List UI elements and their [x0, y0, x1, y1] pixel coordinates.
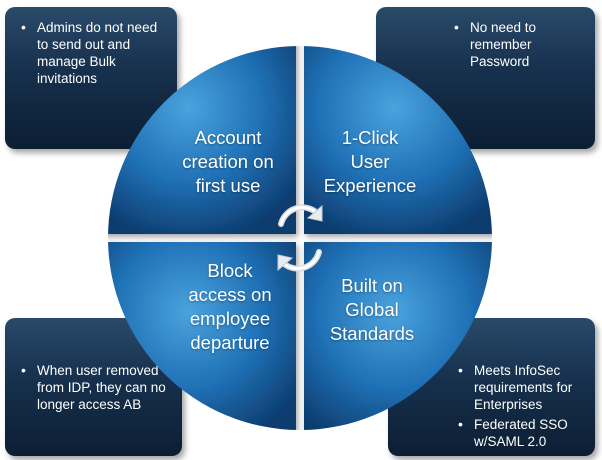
callout-list: When user removed from IDP, they can no … — [17, 362, 177, 413]
callout-bullet: When user removed from IDP, they can no … — [17, 362, 177, 413]
callout-list: No need to remember Password — [450, 19, 590, 70]
quadrant-label-global-standards: Built on Global Standards — [312, 274, 432, 346]
label-line: Block — [207, 260, 253, 281]
callout-top-right: No need to remember Password — [376, 7, 595, 149]
callout-list: Meets InfoSec requirements for Enterpris… — [454, 362, 594, 450]
label-line: Account — [194, 127, 262, 148]
label-line: 1-Click — [341, 127, 399, 148]
label-line: Built on — [341, 275, 403, 296]
callout-bullet: Federated SSO w/SAML 2.0 — [454, 416, 594, 450]
label-line: User — [350, 151, 390, 172]
label-line: employee — [189, 308, 271, 329]
callout-bullet: No need to remember Password — [450, 19, 590, 70]
quadrant-label-block-access: Block access on employee departure — [170, 259, 290, 355]
label-line: Global — [345, 299, 399, 320]
label-line: first use — [195, 175, 261, 196]
callout-top-left: Admins do not need to send out and manag… — [5, 7, 177, 149]
label-line: Experience — [323, 175, 417, 196]
callout-bullet: Meets InfoSec requirements for Enterpris… — [454, 362, 594, 413]
label-line: access on — [188, 284, 272, 305]
callout-bullet: Admins do not need to send out and manag… — [17, 19, 167, 87]
label-line: creation on — [182, 151, 274, 172]
label-line: departure — [190, 332, 270, 353]
label-line: Standards — [329, 323, 415, 344]
quadrant-label-account-creation: Account creation on first use — [158, 126, 298, 198]
cycle-arrows-icon — [277, 204, 323, 272]
quadrant-label-one-click: 1-Click User Experience — [310, 126, 430, 198]
callout-list: Admins do not need to send out and manag… — [17, 19, 167, 87]
